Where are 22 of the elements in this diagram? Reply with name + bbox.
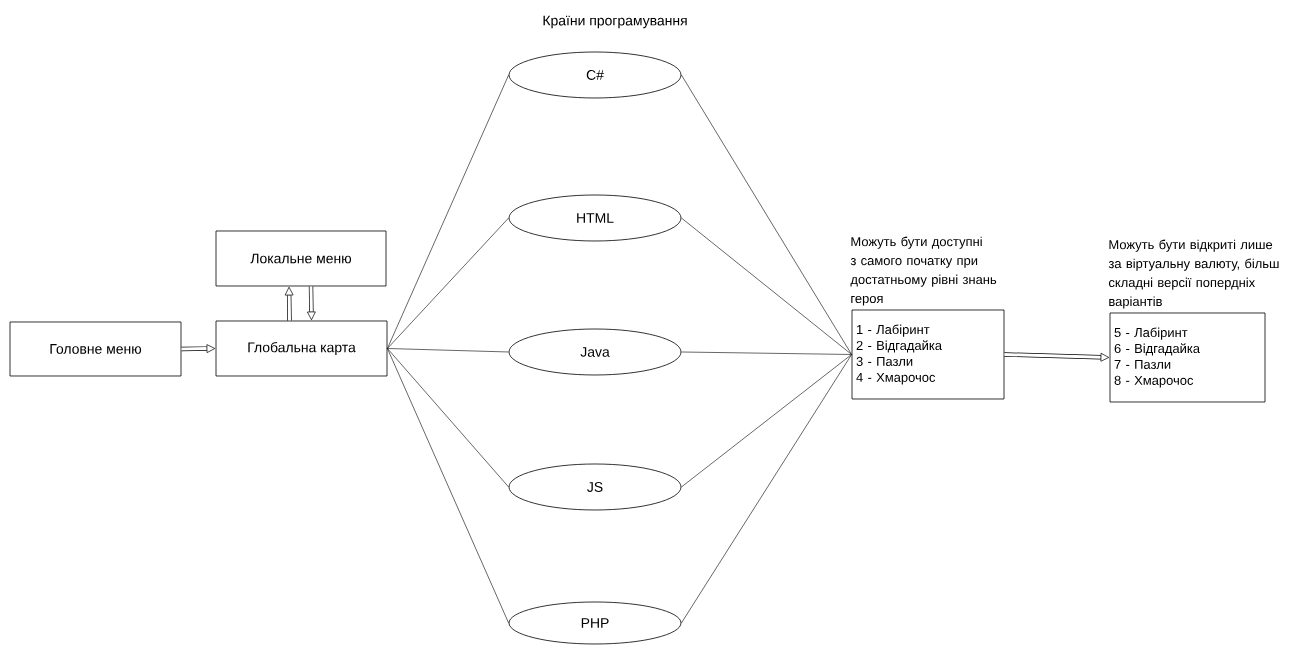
connector-line	[681, 217, 852, 355]
connector-line	[387, 348, 509, 624]
connector-line	[387, 217, 509, 349]
note-text: Можуть бути відкриті лише за віртуальну валюту, більш складні версії попердніх варіантів	[1108, 239, 1279, 309]
connector-line	[681, 354, 852, 488]
connector-line	[387, 74, 509, 349]
arrow	[307, 286, 316, 321]
arrow	[284, 286, 294, 321]
connector-line	[387, 348, 509, 488]
connector-line	[681, 74, 852, 355]
connector-line	[681, 351, 852, 355]
connector-line	[387, 348, 509, 353]
menu-box: Глобальна карта	[215, 320, 388, 377]
menu-box: Головне меню	[9, 321, 182, 377]
level-list-box: 1 - Лабіринт 2 - Відгадайка 3 - Пазли 4 - Хмарочос	[851, 309, 1005, 400]
arrow	[1004, 352, 1110, 362]
arrow	[181, 344, 216, 353]
menu-box: Локальне меню	[215, 230, 387, 287]
note-text: Можуть бути доступні з самого початку при достатньому рівні знань героя	[850, 236, 997, 306]
title: Країни програмування	[543, 15, 687, 29]
connector-line	[681, 354, 852, 624]
level-list-box: 5 - Лабіринт 6 - Відгадайка 7 - Пазли 8 - Хмарочос	[1109, 312, 1266, 403]
